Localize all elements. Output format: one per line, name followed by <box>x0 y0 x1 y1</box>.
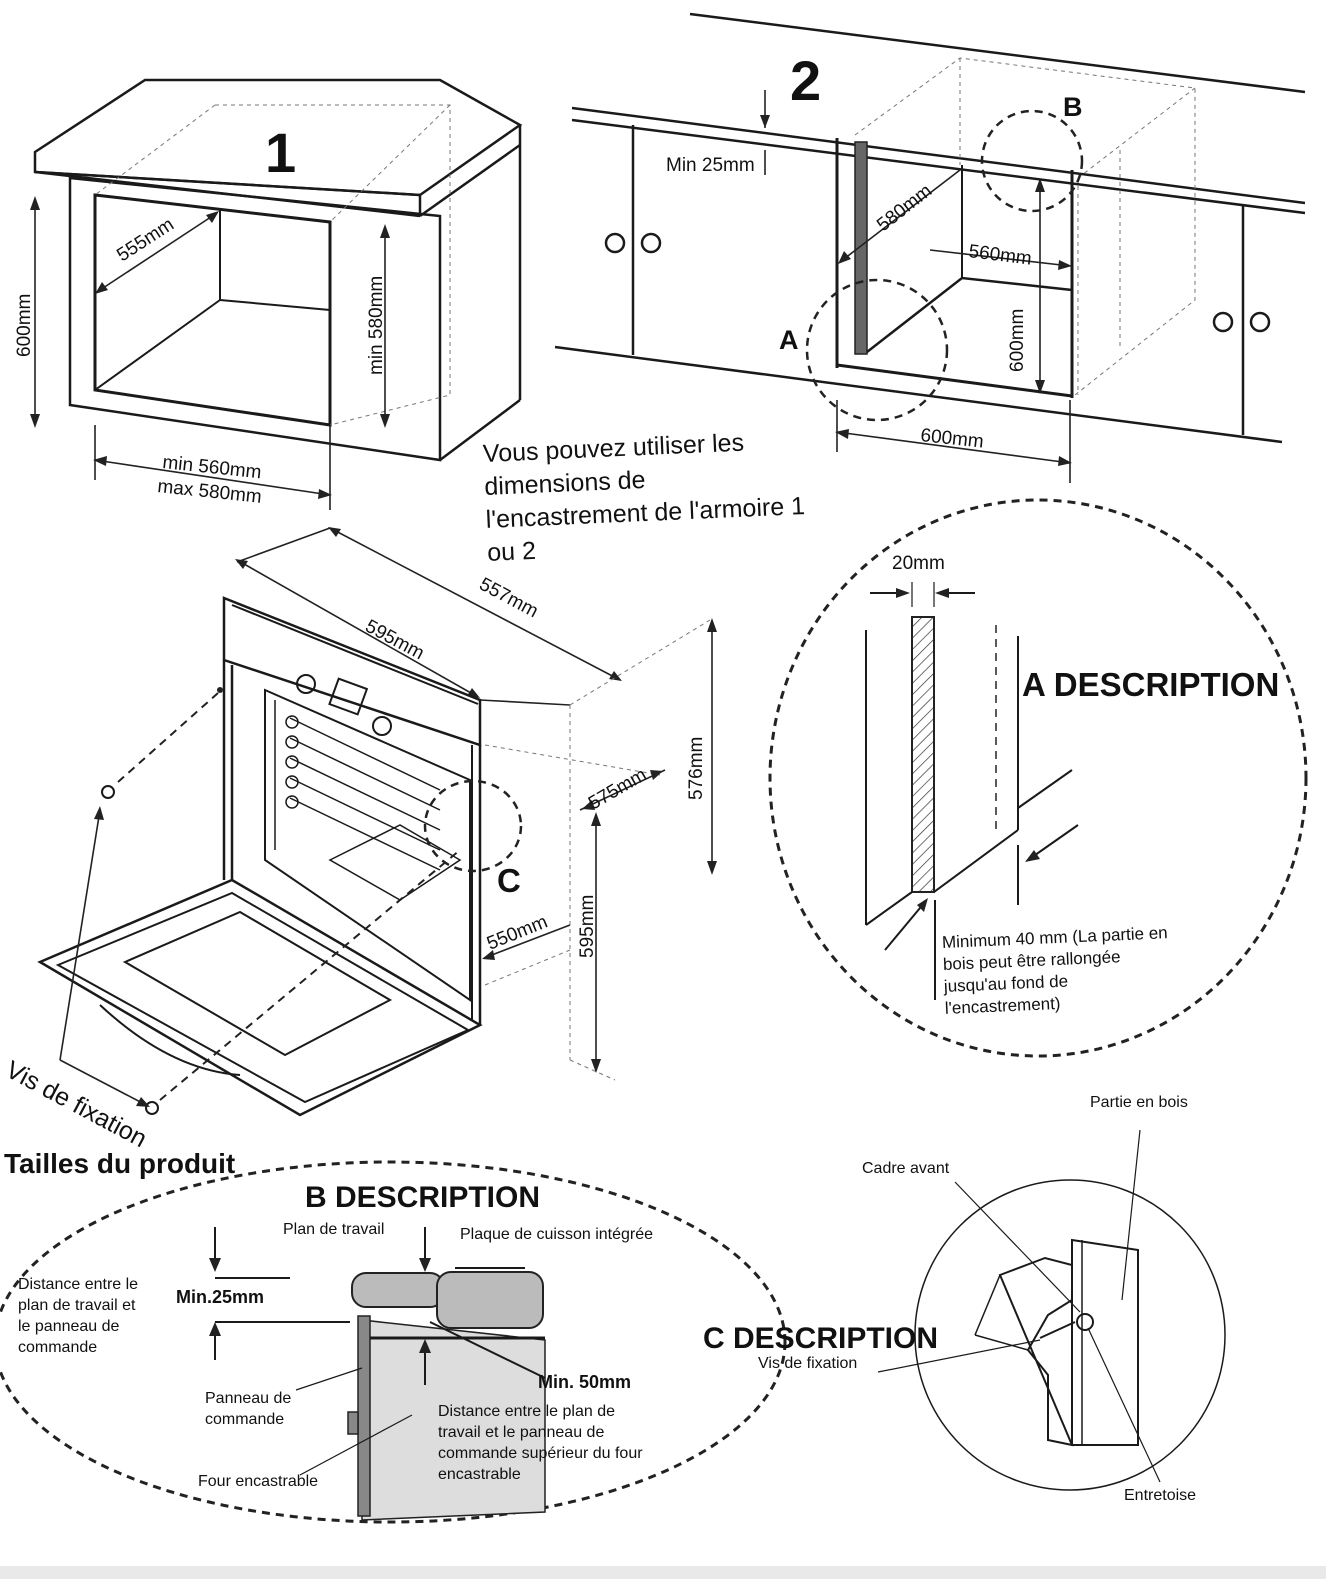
panel-2-width-label: 600mm <box>919 425 984 453</box>
b-description-detail <box>0 1160 787 1524</box>
panel-2-mark-b: B <box>1063 92 1083 122</box>
product-sizes-title: Tailles du produit <box>4 1148 235 1179</box>
panel-2-inner-width-label: 560mm <box>967 241 1032 270</box>
panel-1-inner-height-label: min 580mm <box>366 276 387 375</box>
oven-drawing <box>37 527 717 1117</box>
usage-note-line: Vous pouvez utiliser les <box>482 429 744 468</box>
a-note-line: jusqu'au fond de <box>943 972 1069 996</box>
c-description-title: C DESCRIPTION <box>703 1322 938 1355</box>
panel-2-number: 2 <box>790 49 821 112</box>
panel-1-depth-label: 555mm <box>113 214 178 266</box>
b-distance2-line: travail et le panneau de <box>438 1424 604 1441</box>
c-frame-label: Cadre avant <box>862 1160 950 1177</box>
b-distance2-line: commande supérieur du four <box>438 1445 643 1462</box>
panel-1-height-label: 600mm <box>14 294 35 357</box>
b-min50-label: Min. 50mm <box>538 1372 631 1392</box>
a-note-line: Minimum 40 mm (La partie en <box>942 923 1168 952</box>
oven-mark-c: C <box>497 862 521 899</box>
panel-2-depth-label: 580mm <box>873 180 936 236</box>
b-oven-label: Four encastrable <box>198 1473 318 1490</box>
a-description-note: Minimum 40 mm (La partie en bois peut êt… <box>942 923 1168 1018</box>
a-thickness-label: 20mm <box>892 553 945 574</box>
usage-note: Vous pouvez utiliser les dimensions de l… <box>482 429 805 567</box>
panel-2-mark-a: A <box>779 325 799 355</box>
oven-body-height-label: 576mm <box>686 737 707 800</box>
b-panel-line: Panneau de <box>205 1390 291 1407</box>
panel-2-height-label: 600mm <box>1007 309 1028 372</box>
c-screw-label: Vis de fixation <box>758 1355 857 1372</box>
b-distance-line: plan de travail et <box>18 1297 136 1314</box>
a-note-line: l'encastrement) <box>944 994 1060 1018</box>
a-note-line: bois peut être rallongée <box>943 947 1121 974</box>
b-hob-label: Plaque de cuisson intégrée <box>460 1226 653 1243</box>
b-description-title: B DESCRIPTION <box>305 1181 540 1214</box>
oven-body-depth-label: 575mm <box>585 764 650 814</box>
panel-1-cabinet <box>30 78 523 510</box>
a-description-detail <box>768 498 1308 1058</box>
b-min25-label: Min.25mm <box>176 1287 264 1307</box>
panel-1-number: 1 <box>265 121 296 184</box>
a-description-title: A DESCRIPTION <box>1022 666 1279 703</box>
b-distance2-line: Distance entre le plan de <box>438 1403 615 1420</box>
fixing-screws-label: Vis de fixation <box>1 1056 151 1154</box>
panel-2-gap-label: Min 25mm <box>666 155 755 176</box>
usage-note-line: dimensions de <box>484 466 646 501</box>
panel-2-cabinet-row <box>554 12 1306 483</box>
b-panel-line: commande <box>205 1411 284 1428</box>
oven-racks <box>285 715 462 901</box>
c-wood-label: Partie en bois <box>1090 1094 1188 1111</box>
oven-depth-total-label: 557mm <box>476 574 542 622</box>
oven-inner-depth-label: 550mm <box>484 911 551 954</box>
b-distance2-line: encastrable <box>438 1466 521 1483</box>
bottom-strip <box>0 1566 1326 1579</box>
b-distance-line: Distance entre le <box>18 1276 138 1293</box>
b-distance-line: commande <box>18 1339 97 1356</box>
c-description-detail <box>877 1129 1226 1491</box>
b-distance-line: le panneau de <box>18 1318 120 1335</box>
usage-note-line: ou 2 <box>487 537 537 567</box>
b-worktop-label: Plan de travail <box>283 1221 384 1238</box>
oven-total-height-label: 595mm <box>577 895 598 958</box>
c-spacer-label: Entretoise <box>1124 1487 1196 1504</box>
